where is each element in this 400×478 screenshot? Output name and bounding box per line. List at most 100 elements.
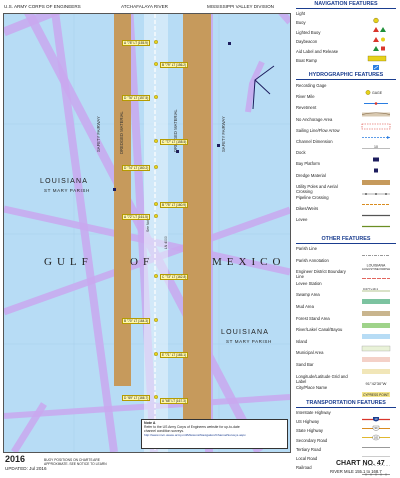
legend-label: US Highway xyxy=(296,419,320,425)
dredged-material-right xyxy=(183,14,211,444)
bay-platform-icon xyxy=(356,161,396,173)
legend-row: Local Road xyxy=(296,456,396,466)
legend-row: Levee xyxy=(296,217,396,228)
legend-row: Sailing Line/Flow Arrow xyxy=(296,127,396,139)
navigation-chart-map[interactable]: LOUISIANA ST MARY PARISH LOUISIANA ST MA… xyxy=(3,13,291,453)
light-label: D "74" LT (160.2) xyxy=(122,165,151,171)
light-label: A "78" LT (155.9) xyxy=(122,40,150,46)
transportation-features-title: TRANSPORTATION FEATURES xyxy=(306,400,386,406)
interstate-highway-icon: 10 xyxy=(356,410,396,422)
river-lake-swatch xyxy=(356,327,396,340)
legend-label: Local Road xyxy=(296,456,318,461)
legend-row: Mud Area xyxy=(296,304,396,316)
legend-label: Railroad xyxy=(296,465,312,471)
island-swatch xyxy=(356,339,396,351)
utility-poles-icon xyxy=(356,184,396,195)
other-features-title: OTHER FEATURES xyxy=(321,236,371,242)
legend-label: Island xyxy=(296,338,308,344)
svg-text:CYPRESS POINT: CYPRESS POINT xyxy=(363,393,389,397)
grid-label-sample: 91°42'30"W xyxy=(356,374,396,386)
legend-label: Lighted Buoy xyxy=(296,29,321,35)
legend-label: Sailing Line/Flow Arrow xyxy=(296,127,340,133)
legend-row: Utility Poles and Aerial Crossing xyxy=(296,184,396,195)
svg-text:91°42'30"W: 91°42'30"W xyxy=(366,381,387,386)
legend-row: Longitude/Latitude Grid and Label 91°42'3… xyxy=(296,373,396,386)
light-label: D "69" LT (166.7) xyxy=(122,395,151,401)
mud-area-swatch xyxy=(356,304,396,316)
legend-label: Dredge Material xyxy=(296,172,326,178)
svg-text:10: 10 xyxy=(375,417,378,421)
legend-label: Parish Line xyxy=(296,246,317,251)
legend-label: Dikes/Weirs xyxy=(296,206,319,212)
light-label: A "72" LT (161.5) xyxy=(122,214,150,220)
recording-gage-icon: GAGE xyxy=(356,83,396,95)
state-highway-icon: 182 xyxy=(356,428,396,441)
dredged-material-left xyxy=(114,14,131,386)
header-center: ATCHAFALAYA RIVER xyxy=(121,4,168,9)
boat-ramp-icon xyxy=(356,58,396,70)
legend-label: Recording Gage xyxy=(296,83,327,88)
light-icon xyxy=(356,11,396,24)
light-label: D "76" LT (157.5) xyxy=(122,95,151,101)
forest-area-swatch xyxy=(356,316,396,328)
channel-designation-label: LN 4000 xyxy=(164,236,168,249)
legend-row: Swamp Area xyxy=(296,292,396,305)
navigation-title-rule xyxy=(296,8,396,9)
lighted-buoy-icon xyxy=(356,30,396,42)
svg-text:10: 10 xyxy=(374,145,378,149)
legend-row: Railroad xyxy=(296,465,396,476)
hydrographic-features-title: HYDROGRAPHIC FEATURES xyxy=(308,72,384,78)
us-highway-icon: 90 xyxy=(356,419,396,431)
legend-label: Interstate Highway xyxy=(296,410,331,415)
railroad-icon xyxy=(356,465,396,476)
safety-fairway-right-label: SAFETY FAIRWAY xyxy=(221,116,226,152)
legend-row: Aid Label and Release xyxy=(296,49,396,61)
dock-icon xyxy=(356,150,396,162)
legend-label: Pipeline Crossing xyxy=(296,195,329,200)
legend-row: State Highway 182 xyxy=(296,428,396,441)
legend-label: Boat Ramp xyxy=(296,58,317,63)
note-a-title: Note A xyxy=(144,421,156,425)
legend-label: State Highway xyxy=(296,428,323,434)
platform-marker xyxy=(176,150,179,153)
dredged-material-right-label: DREDGED MATERIAL xyxy=(173,109,178,152)
legend-label: City/Place Name xyxy=(296,385,328,391)
channel-lights xyxy=(154,40,158,399)
svg-text:90: 90 xyxy=(375,426,378,430)
fairway-bend xyxy=(245,60,265,113)
legend-label: Engineer District Boundary Line xyxy=(296,269,346,280)
sailing-line-icon xyxy=(356,128,396,139)
svg-text:182: 182 xyxy=(374,437,379,440)
city-name-sample: CYPRESS POINT xyxy=(356,385,396,398)
legend-label: Longitude/Latitude Grid and Label xyxy=(296,373,348,384)
platform-marker xyxy=(228,42,231,45)
aid-label-icon xyxy=(356,49,396,61)
svg-text:GAGE: GAGE xyxy=(372,91,383,95)
legend-row: Municipal Area xyxy=(296,350,396,363)
legend-row: Buoy xyxy=(296,20,396,33)
pipeline-crossing-icon xyxy=(356,195,396,205)
legend-label: Secondary Road xyxy=(296,437,328,443)
parish-line-icon xyxy=(356,246,396,256)
legend-row: Dredge Material xyxy=(296,172,396,185)
svg-text:AUGUSTINE PARISH: AUGUSTINE PARISH xyxy=(362,267,390,271)
legend-label: Channel Dimension xyxy=(296,139,333,144)
light-label: C "77" LT (158.5) xyxy=(160,139,189,145)
legend-row: Forest Stand Area xyxy=(296,316,396,328)
channel-jetties xyxy=(252,65,275,110)
legend-label: Light xyxy=(296,11,306,16)
footer-year: 2016 xyxy=(5,454,26,464)
chart-number: CHART NO. 47 xyxy=(336,460,385,467)
note-a-text-3[interactable]: http://www.mvn.usace.army.mil/Missions/N… xyxy=(144,433,246,437)
levee-station-sample: 0.077+19.1 xyxy=(356,281,396,292)
dikes-weirs-icon xyxy=(356,206,396,217)
buoy-icon xyxy=(356,20,396,33)
legend-label: Bay Platform xyxy=(296,161,320,167)
map-canvas xyxy=(4,14,290,452)
legend-row: Revetment xyxy=(296,105,396,117)
state-label-left: LOUISIANA xyxy=(40,178,89,185)
legend-label: Buoy xyxy=(296,20,306,26)
